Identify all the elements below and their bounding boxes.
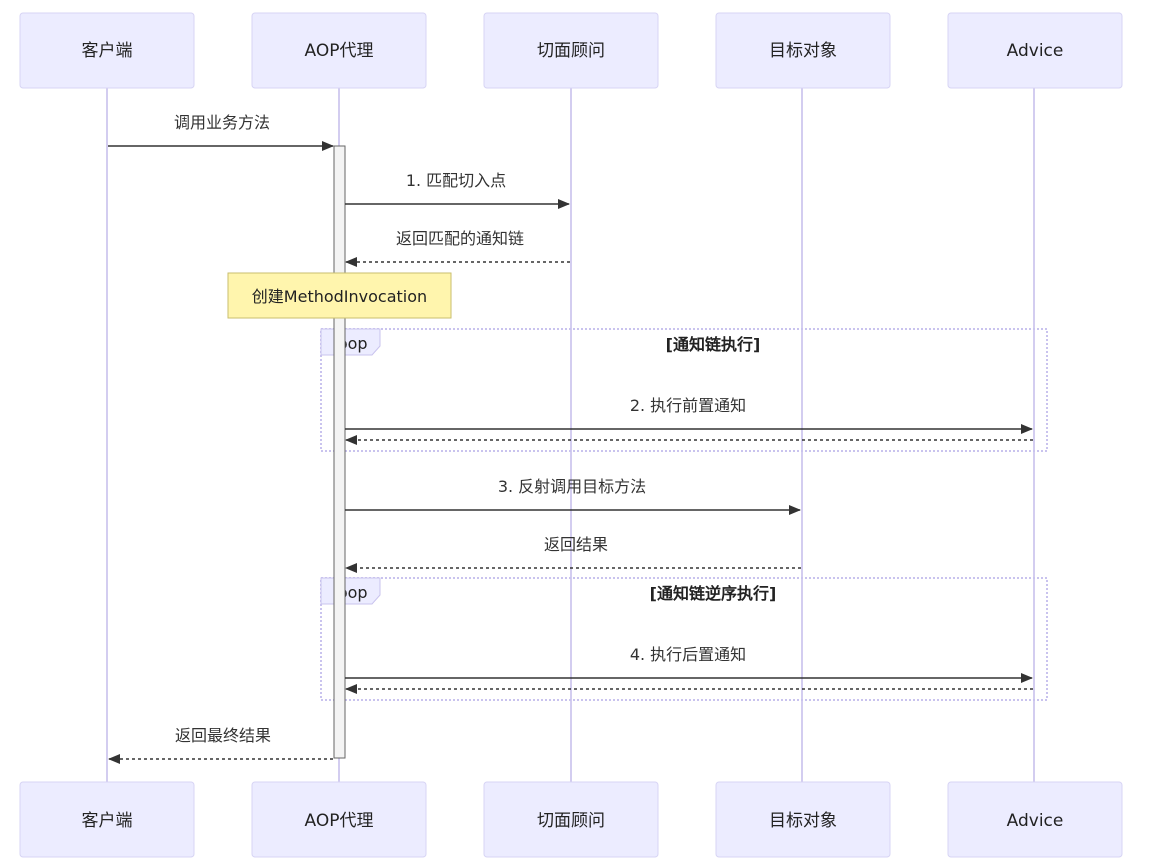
note-box xyxy=(227,272,452,319)
participant-label: AOP代理 xyxy=(305,41,374,61)
participants-bottom: 客户端 AOP代理 切面顾问 目标对象 Advice xyxy=(19,781,1123,858)
participant-advice: Advice xyxy=(947,12,1123,89)
message-return-result: 返回结果 xyxy=(345,535,801,573)
message-return-advice-chain: 返回匹配的通知链 xyxy=(345,229,570,267)
participant-box xyxy=(483,781,659,858)
participant-target: 目标对象 xyxy=(715,12,891,89)
participant-box xyxy=(19,12,195,89)
message-return-final-result: 返回最终结果 xyxy=(108,726,333,764)
participant-box xyxy=(947,12,1123,89)
participant-advisor-bottom: 切面顾问 xyxy=(483,781,659,858)
participant-label: 切面顾问 xyxy=(537,811,605,831)
message-label: 2. 执行前置通知 xyxy=(630,396,746,415)
participant-proxy: AOP代理 xyxy=(251,12,427,89)
loop-frame-advice-chain: loop [通知链执行] xyxy=(320,328,1048,452)
message-label: 4. 执行后置通知 xyxy=(630,645,746,664)
participant-label: AOP代理 xyxy=(305,811,374,831)
participant-box xyxy=(947,781,1123,858)
message-exec-before-advice: 2. 执行前置通知 xyxy=(345,396,1033,434)
message-label: 3. 反射调用目标方法 xyxy=(498,477,646,496)
message-exec-after-advice: 4. 执行后置通知 xyxy=(345,645,1033,683)
participant-proxy-bottom: AOP代理 xyxy=(251,781,427,858)
message-label: 调用业务方法 xyxy=(174,113,270,132)
participant-label: Advice xyxy=(1007,41,1064,61)
note-create-method-invocation: 创建MethodInvocation xyxy=(227,272,452,319)
participant-label: 目标对象 xyxy=(769,811,837,831)
participant-box xyxy=(715,12,891,89)
participant-label: 客户端 xyxy=(82,811,133,831)
participant-box xyxy=(251,12,427,89)
participant-client: 客户端 xyxy=(19,12,195,89)
message-label: 返回匹配的通知链 xyxy=(396,229,524,248)
message-label: 返回结果 xyxy=(544,535,608,554)
participant-box xyxy=(715,781,891,858)
participant-label: 目标对象 xyxy=(769,41,837,61)
participant-box xyxy=(19,781,195,858)
participant-box xyxy=(251,781,427,858)
participants-top: 客户端 AOP代理 切面顾问 目标对象 Advice xyxy=(19,12,1123,89)
participant-label: 切面顾问 xyxy=(537,41,605,61)
participant-advice-bottom: Advice xyxy=(947,781,1123,858)
participant-client-bottom: 客户端 xyxy=(19,781,195,858)
loop-condition: [通知链逆序执行] xyxy=(650,584,777,603)
message-call-business-method: 调用业务方法 xyxy=(108,113,334,151)
participant-advisor: 切面顾问 xyxy=(483,12,659,89)
message-reflect-invoke-target: 3. 反射调用目标方法 xyxy=(345,477,801,515)
message-label: 返回最终结果 xyxy=(175,726,271,745)
note-label: 创建MethodInvocation xyxy=(252,287,427,306)
participant-label: 客户端 xyxy=(82,41,133,61)
loop-frame-reverse-advice-chain: loop [通知链逆序执行] xyxy=(320,577,1048,701)
participant-label: Advice xyxy=(1007,811,1064,831)
message-match-pointcut: 1. 匹配切入点 xyxy=(345,171,570,209)
message-label: 1. 匹配切入点 xyxy=(406,171,506,190)
proxy-activation-bar xyxy=(333,145,346,759)
loop-condition: [通知链执行] xyxy=(666,335,761,354)
participant-target-bottom: 目标对象 xyxy=(715,781,891,858)
participant-box xyxy=(483,12,659,89)
